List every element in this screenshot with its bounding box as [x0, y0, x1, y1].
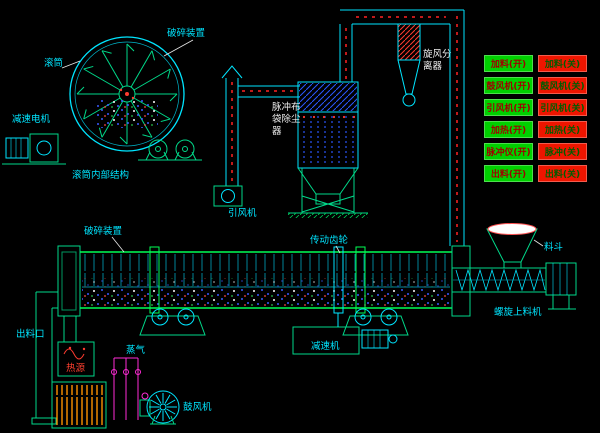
discharge-pipe [31, 291, 58, 425]
induced-fan-off-button[interactable]: 引风机(关) [538, 99, 587, 116]
drum-cross-section [69, 36, 185, 152]
filter-riser-duct [339, 24, 353, 82]
blower-on-button[interactable]: 鼓风机(开) [484, 77, 533, 94]
reducer-label: 减速机 [311, 340, 340, 352]
blower-label: 鼓风机 [183, 401, 212, 413]
blower-blades [148, 392, 178, 422]
heat-source-label: 热源 [66, 362, 86, 374]
drive-unit [292, 313, 398, 355]
dust-collector-label-1: 脉冲布 [272, 101, 301, 113]
small-pump [139, 392, 151, 417]
on-button-column: 加料(开) 鼓风机(开) 引风机(开) 加热(开) 脉冲仪(开) 出料(开) [484, 55, 533, 182]
steam-label: 蒸气 [126, 344, 146, 356]
leader-lines [61, 39, 544, 254]
pulse-valve-dots [302, 115, 356, 119]
blower-off-button[interactable]: 鼓风机(关) [538, 77, 587, 94]
drum-support-rollers [138, 139, 202, 161]
exhaust-stack [221, 65, 243, 186]
steam-pipes [111, 357, 141, 420]
drum-section-label: 滚筒 [44, 57, 63, 69]
feed-off-button[interactable]: 加料(关) [538, 55, 587, 72]
blower-fan [146, 390, 180, 425]
screw-feeder [451, 262, 577, 310]
heating-off-button[interactable]: 加热(关) [538, 121, 587, 138]
rotary-drum [57, 245, 471, 317]
pulse-on-button[interactable]: 脉冲仪(开) [484, 143, 533, 160]
top-duct [340, 9, 464, 25]
induced-fan [213, 185, 243, 207]
off-button-column: 加料(关) 鼓风机(关) 引风机(关) 加热(关) 脉冲(关) 出料(关) [538, 55, 587, 182]
discharge-port-label: 出料口 [16, 328, 45, 340]
right-riser-pipe [449, 10, 465, 246]
feed-hopper [486, 223, 538, 268]
crusher-detail-label: 破碎装置 [167, 27, 205, 39]
dust-collector-label-3: 器 [272, 126, 282, 137]
cyclone-label-2: 离器 [423, 60, 443, 72]
heat-exchanger [51, 381, 107, 429]
feed-on-button[interactable]: 加料(开) [484, 55, 533, 72]
drive-gear-label: 传动齿轮 [310, 234, 349, 246]
support-station-left [139, 308, 206, 336]
bag-filter [288, 81, 368, 218]
induced-fan-label: 引风机 [228, 207, 257, 219]
pulse-off-button[interactable]: 脉冲(关) [538, 143, 587, 160]
dust-collector-label-2: 袋除尘 [272, 113, 301, 125]
discharge-off-button[interactable]: 出料(关) [538, 165, 587, 182]
crusher-main-label: 破碎装置 [84, 225, 122, 237]
duct-fan-to-filter [238, 85, 300, 98]
screw-feeder-label: 螺旋上料机 [494, 306, 542, 318]
cyclone-label-1: 旋风分 [423, 48, 452, 60]
furnace [57, 316, 95, 377]
discharge-on-button[interactable]: 出料(开) [484, 165, 533, 182]
hopper-label: 料斗 [544, 241, 563, 253]
induced-fan-on-button[interactable]: 引风机(开) [484, 99, 533, 116]
drum-internal-label: 滚筒内部结构 [72, 169, 129, 181]
cyclone-separator [397, 23, 421, 107]
support-station-right [342, 308, 409, 336]
gear-motor-unit [2, 133, 66, 165]
gear-motor-label: 减速电机 [12, 113, 51, 125]
heating-on-button[interactable]: 加热(开) [484, 121, 533, 138]
